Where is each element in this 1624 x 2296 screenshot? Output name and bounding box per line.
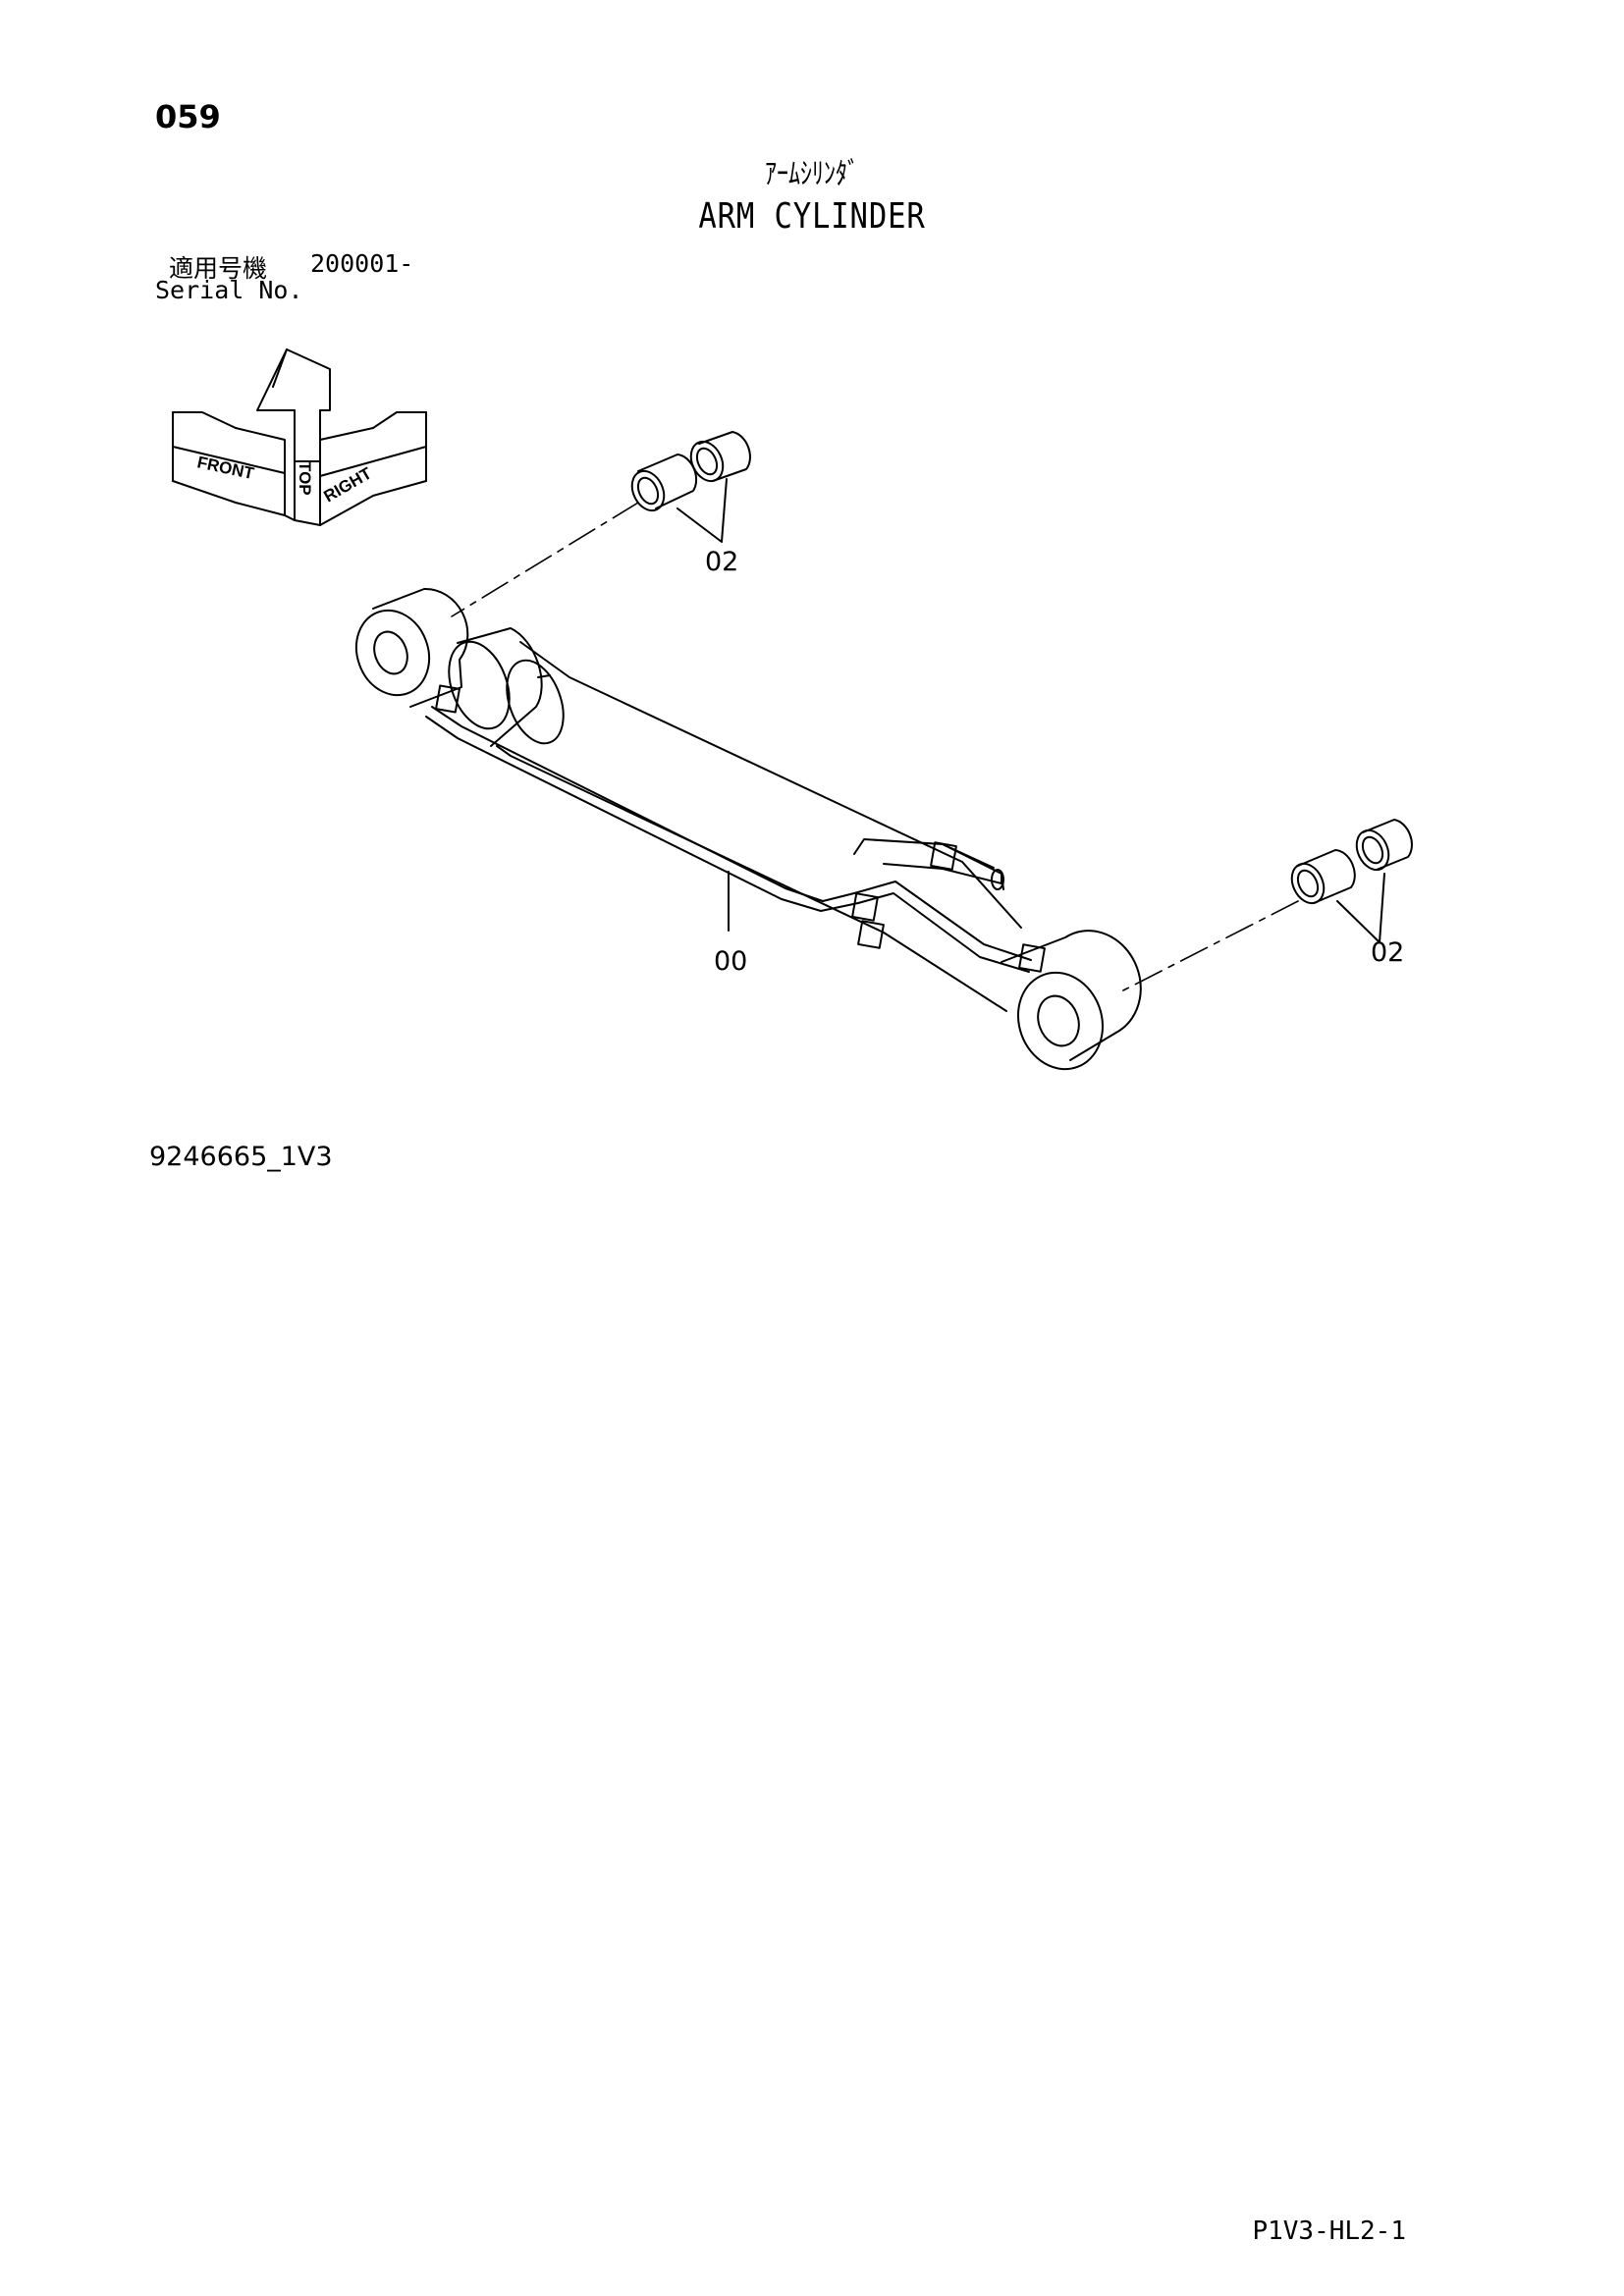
serial-label-japanese: 適用号機: [169, 254, 268, 283]
serial-label: Serial No.: [155, 276, 303, 304]
center-lines: [451, 502, 1299, 992]
bushing-lower-icon: [1290, 819, 1413, 943]
page-title: ARM CYLINDER: [698, 196, 926, 237]
part-label-bushing-upper: 02: [705, 547, 739, 577]
title-japanese: ｱｰﾑｼﾘﾝﾀﾞ: [765, 157, 859, 191]
part-label-bushing-lower: 02: [1371, 937, 1405, 968]
compass-top-label: TOP: [296, 461, 314, 496]
page-number: 059: [155, 98, 221, 135]
bushing-upper-icon: [630, 431, 751, 543]
drawing-id: 9246665_1V3: [149, 1142, 333, 1172]
footer-code: P1V3-HL2-1: [1252, 2216, 1406, 2246]
arm-cylinder-icon: [354, 587, 1142, 1071]
orientation-compass-icon: [172, 348, 427, 526]
serial-range: 200001-: [310, 249, 414, 278]
part-label-cylinder: 00: [714, 946, 748, 977]
